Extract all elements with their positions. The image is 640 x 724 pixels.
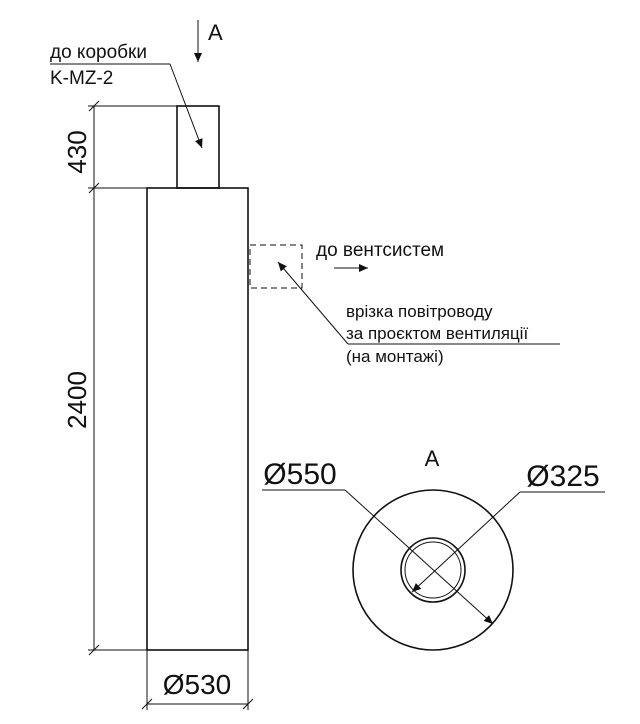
note-line2: за проєктом вентиляції [346, 324, 528, 343]
note-line3: (на монтажі) [346, 347, 444, 366]
view-a-label: A [208, 20, 223, 45]
section-title: A [425, 446, 440, 471]
dimension-bottom-diameter: Ø530 [141, 650, 254, 710]
vent-callout: до вентсистем [316, 240, 444, 272]
connection-callout: до коробки K-MZ-2 [50, 42, 203, 149]
dimension-top-height: 430 [62, 100, 100, 194]
note-line1: врізка повітроводу [346, 302, 493, 321]
vent-label: до вентсистем [316, 240, 444, 261]
inner-circle-wall [404, 541, 462, 599]
connection-label-line2: K-MZ-2 [50, 68, 113, 89]
view-a-arrow: A [194, 20, 223, 62]
dimension-bottom-diameter-label: Ø530 [163, 669, 232, 700]
main-cylinder-body [146, 187, 249, 651]
dimension-main-height-label: 2400 [62, 371, 92, 429]
vent-outlet-dashed [249, 244, 303, 289]
outer-diameter-label: Ø550 [263, 458, 336, 491]
outer-circle [352, 489, 514, 651]
inner-circle-outer [400, 537, 466, 603]
top-connection-pipe [176, 105, 220, 189]
section-view-a: A Ø550 Ø325 [262, 446, 605, 651]
duct-note: врізка повітроводу за проєктом вентиляці… [277, 261, 560, 366]
dimension-main-height: 2400 [62, 188, 100, 656]
connection-label-line1: до коробки [50, 42, 147, 63]
inner-diameter-label: Ø325 [526, 460, 599, 493]
dimension-top-height-label: 430 [62, 130, 92, 173]
